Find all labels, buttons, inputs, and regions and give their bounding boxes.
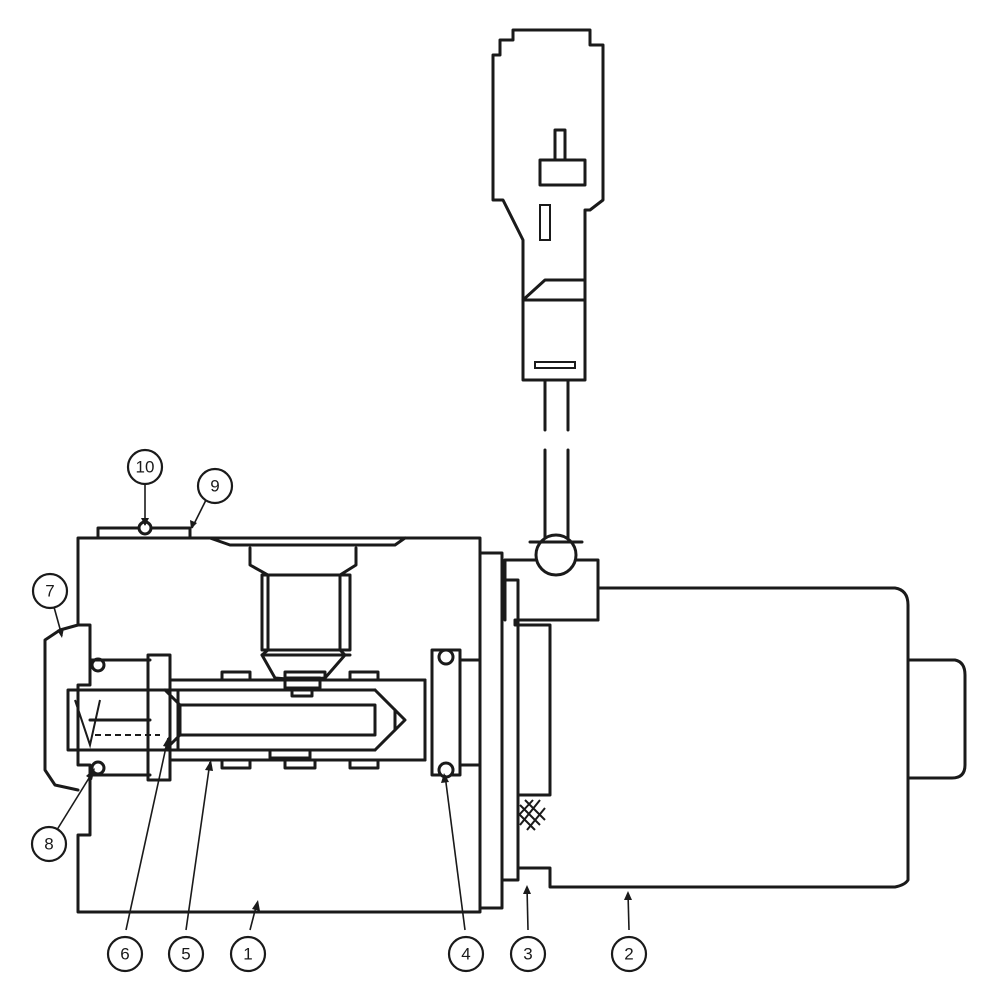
callout-5-label: 5 — [181, 945, 190, 964]
leader-lines — [53, 478, 632, 931]
callout-4-label: 4 — [461, 945, 470, 964]
callout-9-label: 9 — [210, 477, 219, 496]
callout-2-label: 2 — [624, 945, 633, 964]
callout-3-label: 3 — [523, 945, 532, 964]
seal-plate — [430, 648, 482, 779]
callout-6: 6 — [106, 935, 144, 973]
callout-1-label: 1 — [243, 945, 252, 964]
callout-9: 9 — [196, 467, 234, 505]
callout-2: 2 — [610, 935, 648, 973]
spool-assembly — [66, 653, 427, 782]
hatch-mark — [518, 799, 546, 831]
coil-housing — [503, 533, 967, 889]
callout-10: 10 — [126, 448, 164, 486]
flange-plate — [478, 551, 520, 910]
callout-1: 1 — [229, 935, 267, 973]
callout-4: 4 — [447, 935, 485, 973]
callout-5: 5 — [167, 935, 205, 973]
callout-10-label: 10 — [136, 458, 155, 477]
callout-3: 3 — [509, 935, 547, 973]
callout-7: 7 — [31, 572, 69, 610]
callout-8-label: 8 — [44, 835, 53, 854]
valve-body — [76, 520, 482, 914]
callout-7-label: 7 — [45, 582, 54, 601]
callout-6-label: 6 — [120, 945, 129, 964]
electrical-connector — [491, 28, 605, 547]
callout-8: 8 — [30, 825, 68, 863]
